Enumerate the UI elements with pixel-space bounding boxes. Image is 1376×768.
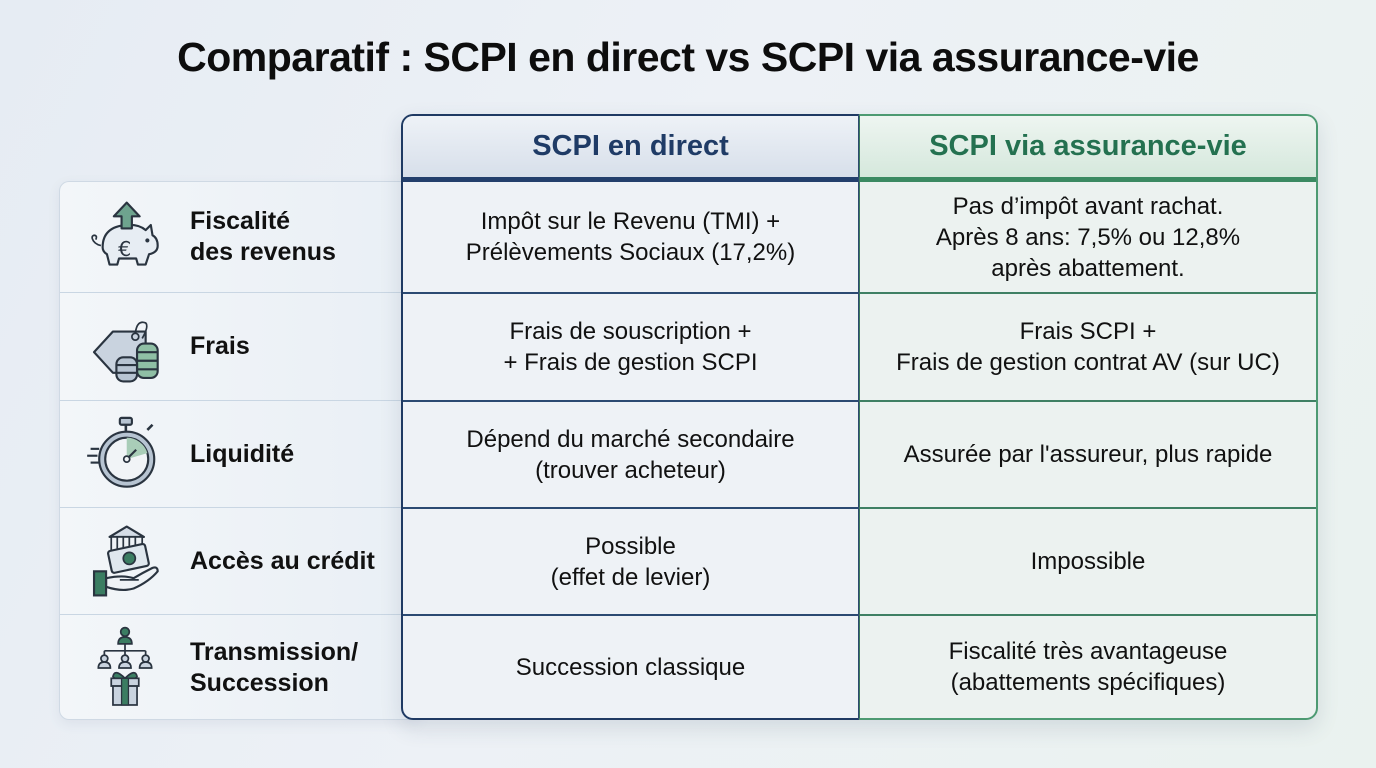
criteria-row-transmission: Transmission/ Succession xyxy=(60,615,420,721)
cell-direct-liquidite: Dépend du marché secondaire (trouver ach… xyxy=(403,402,858,509)
page-title: Comparatif : SCPI en direct vs SCPI via … xyxy=(177,34,1199,80)
cell-direct-credit: Possible (effet de levier) xyxy=(403,509,858,616)
column-header-direct: SCPI en direct xyxy=(403,116,858,182)
hand-bank-money-icon xyxy=(60,508,190,614)
criteria-label: Liquidité xyxy=(190,439,295,468)
cell-direct-frais: Frais de souscription + + Frais de gesti… xyxy=(403,294,858,402)
column-scpi-assurance-vie: SCPI via assurance-vie Pas d’impôt avant… xyxy=(859,114,1318,720)
svg-text:€: € xyxy=(118,237,131,261)
cell-av-transmission: Fiscalité très avantageuse (abattements … xyxy=(948,638,1228,696)
cell-av-fiscalite: Pas d’impôt avant rachat. Après 8 ans: 7… xyxy=(860,182,1316,294)
criteria-label: Fiscalité des revenus xyxy=(190,207,336,266)
criteria-label: Transmission/ Succession xyxy=(190,638,359,697)
stopwatch-icon xyxy=(60,401,190,507)
cell-av-credit: Impossible xyxy=(860,509,1316,616)
criteria-row-liquidite: Liquidité xyxy=(60,401,420,508)
criteria-panel: € Fiscalité des revenus Frais xyxy=(59,181,420,721)
criteria-label: Accès au crédit xyxy=(190,546,375,575)
criteria-row-credit: Accès au crédit xyxy=(60,508,420,615)
price-tag-coins-icon xyxy=(60,293,190,400)
column-scpi-direct: SCPI en direct Impôt sur le Revenu (TMI)… xyxy=(401,114,859,720)
cell-av-liquidite: Assurée par l'assureur, plus rapide xyxy=(860,402,1316,509)
column-header-av: SCPI via assurance-vie xyxy=(860,116,1316,182)
piggy-bank-euro-icon: € xyxy=(60,182,190,292)
cell-direct-transmission: Succession classique xyxy=(515,653,746,681)
family-tree-gift-icon xyxy=(60,615,190,721)
cell-direct-fiscalite: Impôt sur le Revenu (TMI) + Prélèvements… xyxy=(403,182,858,294)
comparison-table: SCPI en direct Impôt sur le Revenu (TMI)… xyxy=(401,114,1318,720)
criteria-row-frais: Frais xyxy=(60,293,420,401)
criteria-label: Frais xyxy=(190,332,250,360)
criteria-row-fiscalite: € Fiscalité des revenus xyxy=(60,182,420,293)
cell-av-frais: Frais SCPI + Frais de gestion contrat AV… xyxy=(860,294,1316,402)
